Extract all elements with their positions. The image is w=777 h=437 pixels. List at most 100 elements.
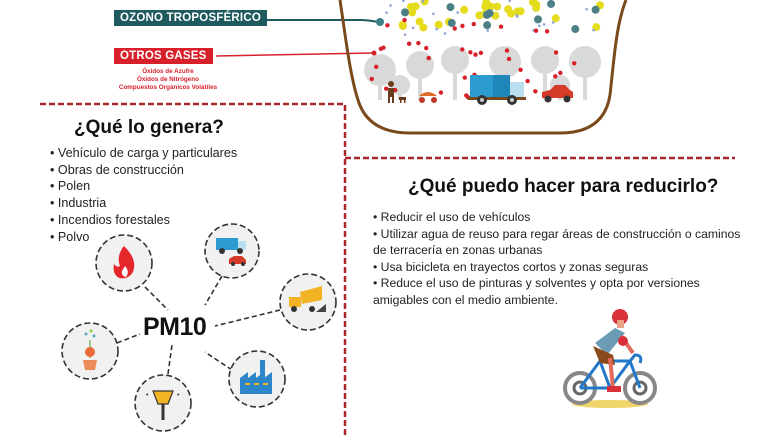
- other-gases-list: Óxidos de Azufre Óxidos de Nitrógeno Com…: [110, 68, 226, 92]
- particle: [443, 32, 447, 35]
- reduce-item: • Reduce el uso de pinturas y solventes …: [373, 276, 700, 307]
- causes-title: ¿Qué lo genera?: [74, 117, 224, 138]
- particle: [504, 5, 513, 14]
- particle: [447, 18, 456, 27]
- particle: [485, 9, 494, 18]
- particle: [421, 0, 425, 3]
- bowl-outline: [338, 0, 628, 135]
- ozone-particle: [376, 18, 384, 26]
- particle: [483, 21, 492, 30]
- particle: [504, 48, 510, 53]
- particle: [446, 3, 455, 12]
- reduce-title: ¿Qué puedo hacer para reducirlo?: [408, 176, 719, 197]
- particle: [456, 11, 460, 14]
- particle: [498, 24, 504, 29]
- particle: [408, 8, 417, 17]
- particle: [452, 26, 457, 31]
- particle: [551, 14, 560, 23]
- particle: [553, 50, 559, 55]
- particle: [385, 23, 390, 28]
- cause-item: • Industria: [50, 196, 107, 211]
- particle: [542, 23, 546, 26]
- ozone-connector: [262, 19, 379, 23]
- particle: [515, 15, 519, 18]
- particle: [532, 3, 541, 12]
- particle: [415, 17, 424, 26]
- vehicles-icon: [216, 238, 246, 266]
- other-gases-label: OTROS GASES: [114, 48, 213, 64]
- cause-item: • Incendios forestales: [50, 212, 170, 227]
- particle: [369, 76, 374, 82]
- particle: [402, 0, 405, 3]
- particle: [416, 40, 421, 46]
- particle: [478, 50, 484, 56]
- particle: [385, 11, 388, 14]
- flower-pollen-icon: [83, 329, 97, 370]
- particle: [389, 4, 392, 7]
- particle: [460, 5, 469, 14]
- particle: [551, 21, 555, 24]
- particle: [508, 0, 512, 3]
- connector-lines: [116, 275, 281, 375]
- particle: [432, 12, 435, 16]
- particle: [571, 25, 580, 34]
- vehicles-circle: [204, 223, 260, 279]
- particle: [475, 11, 484, 20]
- particle: [482, 0, 491, 7]
- particle: [572, 61, 577, 66]
- particle: [525, 78, 530, 84]
- particle: [411, 26, 415, 30]
- air-pollution-illustration: [215, 0, 628, 135]
- particle: [426, 55, 431, 61]
- gases-connector: [215, 52, 373, 57]
- particle: [373, 64, 379, 70]
- gas-item: Compuestos Orgánicos Volátiles: [118, 84, 218, 91]
- broom-icon: ••: [146, 390, 180, 420]
- particle: [393, 87, 398, 93]
- particle: [592, 28, 595, 32]
- particle: [547, 0, 556, 8]
- fire-icon: [113, 246, 135, 279]
- particle: [544, 29, 550, 34]
- particle: [384, 86, 389, 91]
- reduce-list: • Reducir el uso de vehículos • Utilizar…: [373, 209, 743, 308]
- particle: [471, 21, 476, 27]
- reduce-item: • Usa bicicleta en trayectos cortos y zo…: [373, 259, 649, 274]
- particle: [419, 23, 428, 32]
- particle: [460, 47, 465, 52]
- particle: [533, 28, 539, 33]
- particle: [558, 70, 563, 76]
- particle: [493, 2, 502, 11]
- particle: [424, 45, 429, 51]
- truck-icon: [468, 75, 526, 105]
- reduce-item: • Reducir el uso de vehículos: [373, 210, 531, 224]
- particle: [438, 90, 444, 95]
- particle: [518, 67, 523, 73]
- particle: [486, 29, 489, 32]
- svg-text:•: •: [177, 392, 180, 399]
- gas-item: Óxidos de Azufre: [142, 68, 194, 75]
- pollution-particles: [369, 0, 605, 100]
- particle: [403, 33, 407, 36]
- reduce-item: • Utilizar agua de reuso para regar área…: [373, 226, 741, 258]
- scooter-icon: [419, 92, 437, 103]
- particle: [411, 2, 420, 11]
- particle: [533, 89, 538, 94]
- particle: [468, 50, 473, 55]
- gas-item: Óxidos de Nitrógeno: [137, 76, 199, 83]
- particle: [506, 56, 512, 62]
- particle: [435, 27, 439, 31]
- dump-truck-icon: [289, 286, 326, 312]
- particle: [402, 17, 407, 23]
- cause-item: • Polvo: [50, 229, 90, 244]
- particle: [462, 75, 467, 80]
- svg-text:•: •: [146, 392, 149, 399]
- causes-list: • Vehículo de carga y particulares • Obr…: [50, 145, 237, 245]
- particle: [406, 41, 412, 46]
- particle: [591, 5, 600, 14]
- particle: [516, 7, 525, 16]
- particle: [585, 7, 588, 11]
- car-icon: [542, 85, 573, 103]
- particle: [460, 23, 465, 29]
